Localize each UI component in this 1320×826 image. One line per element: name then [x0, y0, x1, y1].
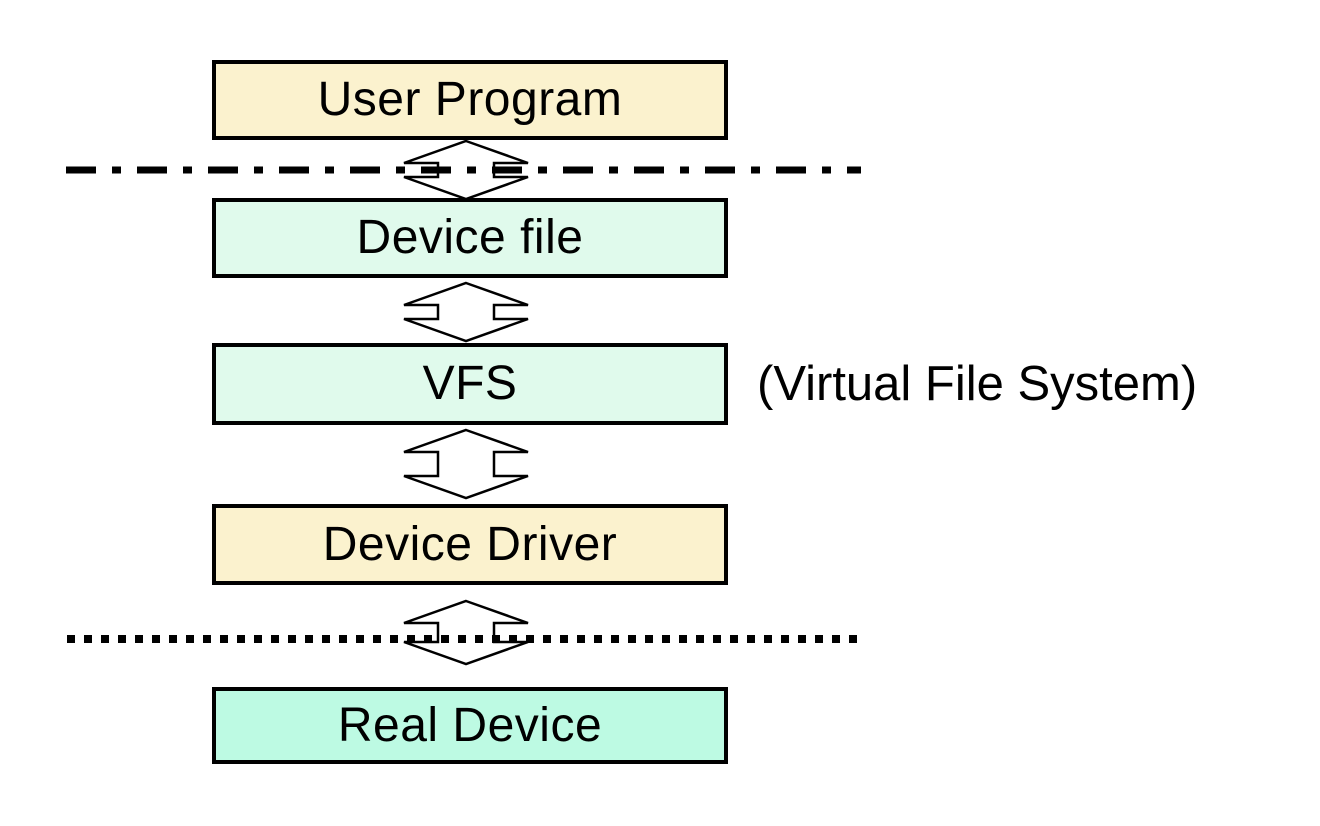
box-user-program: User Program — [212, 60, 728, 140]
box-device-driver: Device Driver — [212, 504, 728, 585]
box-real-device-label: Real Device — [337, 698, 603, 752]
box-user-program-label: User Program — [317, 73, 623, 126]
vfs-side-annotation: (Virtual File System) — [757, 357, 1198, 411]
box-vfs: VFS — [212, 343, 728, 425]
box-device-file: Device file — [212, 198, 728, 278]
box-device-file-label: Device file — [356, 211, 584, 264]
double-arrow-device-driver-real-device — [403, 599, 529, 666]
box-device-driver-label: Device Driver — [322, 517, 618, 571]
double-arrow-vfs-device-driver — [403, 428, 529, 500]
box-real-device: Real Device — [212, 687, 728, 764]
box-vfs-label: VFS — [422, 357, 518, 410]
double-arrow-device-file-vfs — [403, 281, 529, 343]
